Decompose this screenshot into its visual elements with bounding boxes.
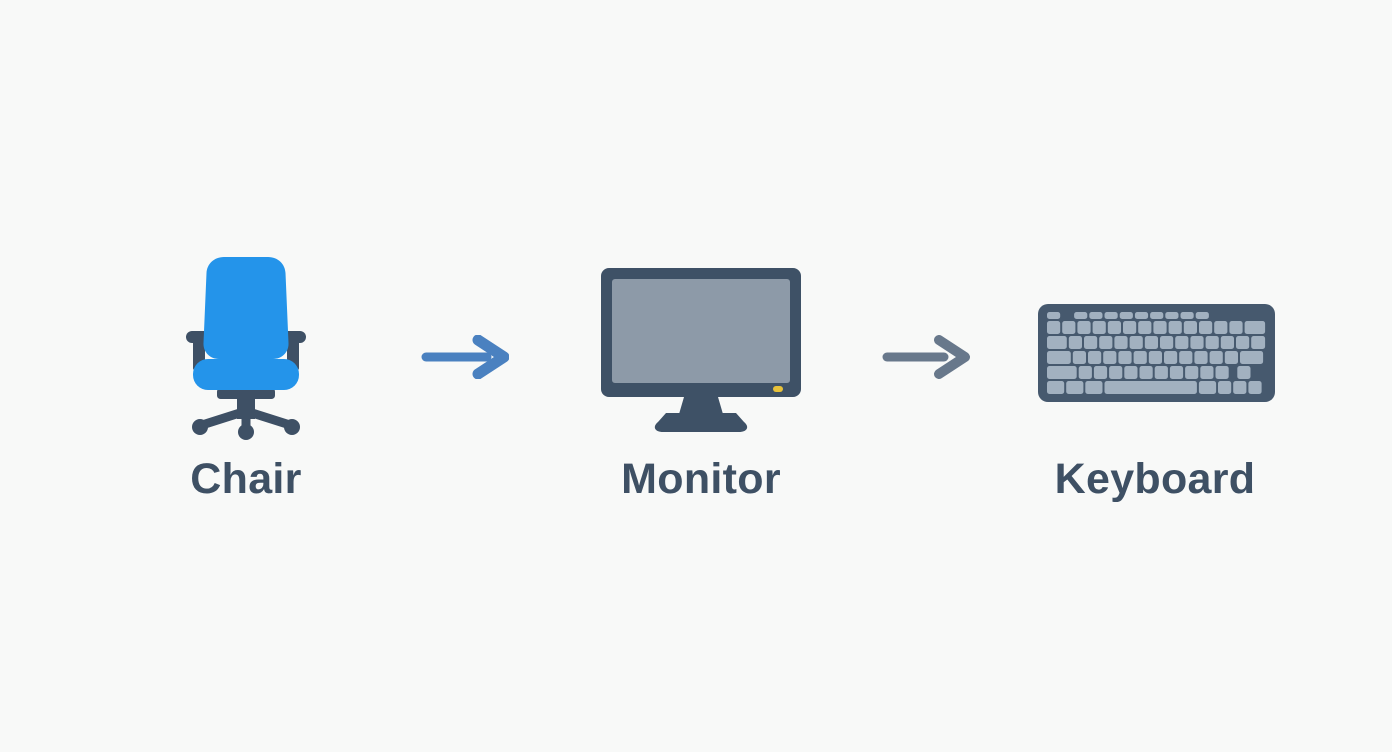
power-led [773, 386, 783, 392]
keyboard-icon [1038, 304, 1275, 402]
item-label-chair: Chair [190, 455, 302, 503]
arrow-right-icon-2 [882, 335, 970, 379]
item-label-keyboard: Keyboard [1054, 455, 1256, 503]
office-chair-icon [186, 255, 306, 441]
item-label-monitor: Monitor [621, 455, 781, 503]
monitor-icon [601, 268, 801, 433]
arrow-right-icon-1 [421, 334, 510, 380]
